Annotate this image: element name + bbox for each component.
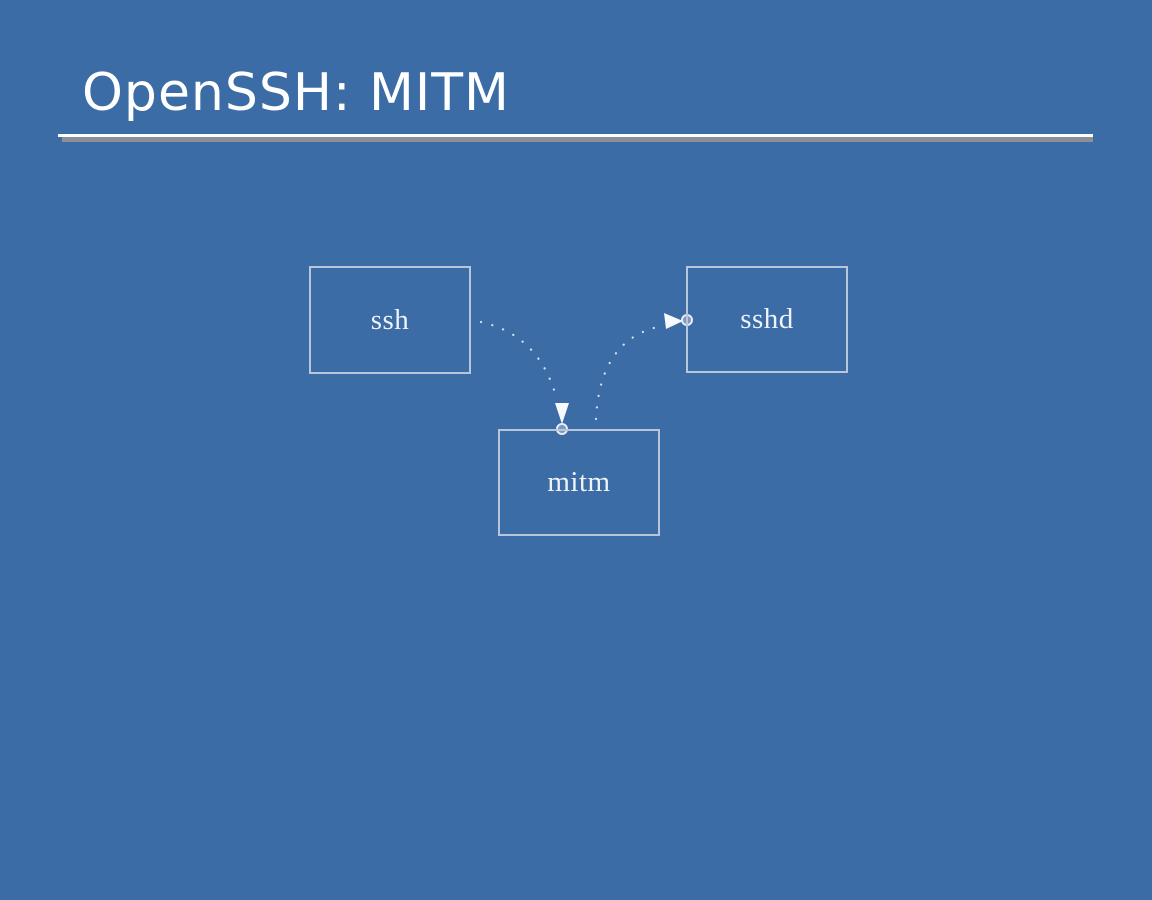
connector-ssh-to-mitm [479,320,559,402]
title-underline [58,134,1093,137]
node-ssh-label: ssh [370,303,410,336]
connector-mitm-to-sshd [594,324,664,421]
node-sshd-label: sshd [740,303,794,335]
arrowhead-into-mitm-icon [555,403,569,424]
slide-title: OpenSSH: MITM [82,63,510,123]
arrowhead-into-sshd-icon [664,313,683,329]
node-mitm: mitm [498,429,660,536]
node-sshd: sshd [686,266,848,373]
title-underline-shadow [62,137,1093,142]
node-mitm-label: mitm [547,466,611,498]
node-ssh: ssh [309,266,471,374]
